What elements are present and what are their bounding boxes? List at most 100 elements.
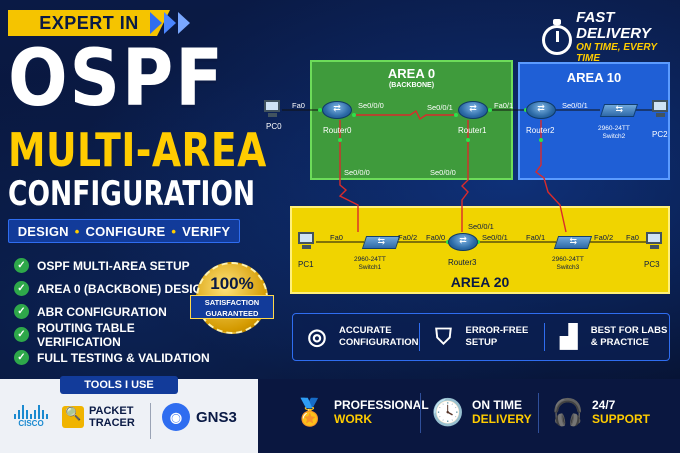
strip-item-labs: ▟ BEST FOR LABS& PRACTICE	[543, 323, 669, 351]
serial-router2-switch3	[535, 120, 567, 233]
router0-icon	[322, 101, 352, 119]
fast-delivery: FAST DELIVERY ON TIME, EVERY TIME	[540, 10, 680, 64]
delivery-subtitle: ON TIME, EVERY TIME	[576, 42, 657, 64]
switch3-label: 2960-24TT Switch3	[552, 256, 584, 271]
dcv-verify: VERIFY	[182, 223, 231, 239]
serial-router0-router1	[353, 109, 458, 121]
check-icon: ✓	[14, 350, 29, 365]
cisco-bars-icon	[14, 405, 48, 419]
dot-icon: •	[171, 223, 177, 239]
router2-icon	[526, 101, 556, 119]
packet-tracer-icon	[62, 406, 84, 428]
pc0-label: PC0	[266, 122, 282, 131]
port-label: Fa0/1	[526, 233, 546, 242]
headset-icon: 🎧	[551, 397, 585, 427]
seal-ribbon: SATISFACTION GUARANTEED	[190, 295, 274, 319]
check-icon: ✓	[14, 304, 29, 319]
pc1-label: PC1	[298, 260, 314, 269]
port-label: Se0/0/1	[562, 101, 588, 110]
router1-label: Router1	[458, 126, 487, 135]
switch1-icon	[361, 236, 401, 249]
feature-item: ✓ABR CONFIGURATION	[14, 300, 214, 323]
target-icon: ◎	[307, 324, 327, 349]
port-label: Se0/0/0	[344, 168, 370, 177]
satisfaction-seal: 100% SATISFACTION GUARANTEED	[190, 262, 274, 334]
clock-icon: 🕓	[431, 397, 465, 427]
tools-title: TOOLS I USE	[60, 376, 178, 394]
router0-label: Router0	[323, 126, 352, 135]
pc1-icon	[298, 232, 316, 250]
area-20-zone: AREA 20	[290, 206, 670, 294]
stopwatch-icon	[540, 19, 572, 55]
switch1-label: 2960-24TT Switch1	[354, 256, 386, 271]
dcv-configure: CONFIGURE	[85, 223, 166, 239]
title-multi-area: MULTI-AREA	[8, 123, 267, 177]
port-label: Se0/0/1	[468, 222, 494, 231]
seal-percent: 100%	[210, 274, 254, 293]
divider	[150, 403, 151, 439]
feature-item: ✓ROUTING TABLE VERIFICATION	[14, 321, 214, 349]
serial-router0-switch1	[338, 120, 359, 232]
chevron-arrows-icon	[150, 12, 190, 34]
port-label: Se0/0/0	[430, 168, 456, 177]
design-configure-verify-bar: DESIGN • CONFIGURE • VERIFY	[8, 219, 240, 243]
pc2-label: PC2	[652, 130, 668, 139]
router2-label: Router2	[526, 126, 555, 135]
pc0-icon	[264, 100, 282, 118]
check-icon: ✓	[14, 281, 29, 296]
area-0-subtitle: (BACKBONE)	[388, 82, 435, 89]
router3-label: Router3	[448, 258, 477, 267]
dot-icon: •	[74, 223, 80, 239]
pc2-icon	[652, 100, 670, 118]
feature-item: ✓FULL TESTING & VALIDATION	[14, 346, 214, 369]
router3-icon	[448, 233, 478, 251]
area-0-zone: AREA 0 (BACKBONE)	[310, 60, 513, 180]
medal-icon: 🏅	[293, 397, 327, 427]
port-label: Fa0/2	[398, 233, 418, 242]
feature-list: ✓OSPF MULTI-AREA SETUP ✓AREA 0 (BACKBONE…	[14, 254, 214, 369]
port-label: Se0/0/1	[482, 233, 508, 242]
feature-item: ✓OSPF MULTI-AREA SETUP	[14, 254, 214, 277]
port-label: Se0/0/1	[427, 103, 453, 112]
switch3-icon	[553, 236, 593, 249]
divider	[538, 393, 539, 433]
router1-icon	[458, 101, 488, 119]
port-label: Fa0	[292, 101, 305, 110]
gns3-logo: ◉ GNS3	[162, 403, 237, 431]
area-20-title: AREA 20	[450, 274, 510, 290]
port-label: Fa0/1	[494, 101, 514, 110]
title-ospf: OSPF	[8, 34, 225, 124]
area-10-zone: AREA 10	[518, 62, 670, 180]
feature-item: ✓AREA 0 (BACKBONE) DESIGN	[14, 277, 214, 300]
port-label: Fa0	[626, 233, 639, 242]
dcv-design: DESIGN	[17, 223, 69, 239]
switch2-icon	[599, 104, 639, 117]
switch2-label: 2960-24TT Switch2	[598, 125, 630, 140]
chameleon-icon: ◉	[162, 403, 190, 431]
pc3-label: PC3	[644, 260, 660, 269]
cisco-logo: CISCO	[14, 405, 48, 428]
area-0-title: AREA 0	[387, 66, 436, 81]
delivery-title: FAST DELIVERY	[576, 9, 651, 42]
serial-router1-router3	[461, 120, 469, 232]
title-configuration: CONFIGURATION	[8, 174, 256, 214]
port-label: Se0/0/0	[358, 101, 384, 110]
port-label: Fa0/2	[594, 233, 614, 242]
expert-in-banner: EXPERT IN	[8, 10, 170, 36]
check-icon: ✓	[14, 327, 29, 342]
divider	[420, 393, 421, 433]
area-10-title: AREA 10	[566, 70, 622, 85]
port-label: Fa0	[330, 233, 343, 242]
port-label: Fa0/0	[426, 233, 446, 242]
shield-check-icon: ⛉	[435, 324, 452, 349]
